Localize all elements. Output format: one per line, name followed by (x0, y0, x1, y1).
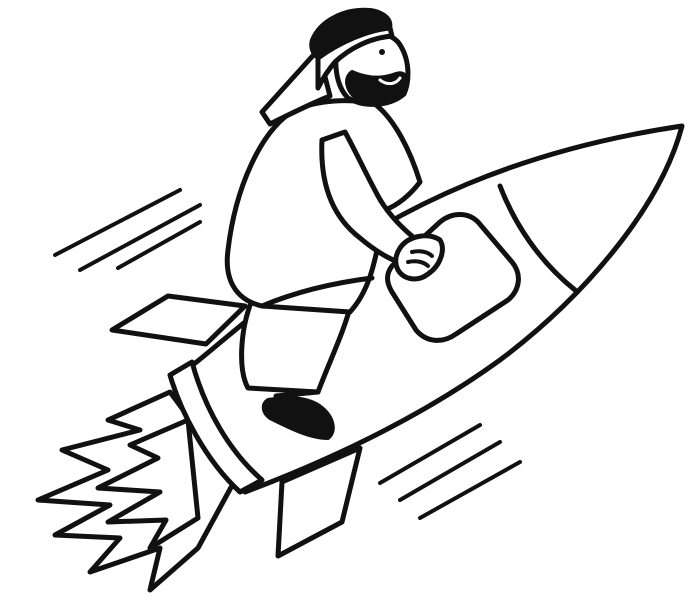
speed-lines-upper (53, 188, 202, 272)
rider-head (259, 7, 411, 127)
rocket-upper-fin (109, 293, 248, 347)
rocket-flame (35, 389, 238, 593)
rocket-lower-fin (275, 445, 363, 559)
speed-lines-lower (378, 423, 522, 520)
rider-eye (379, 49, 385, 55)
